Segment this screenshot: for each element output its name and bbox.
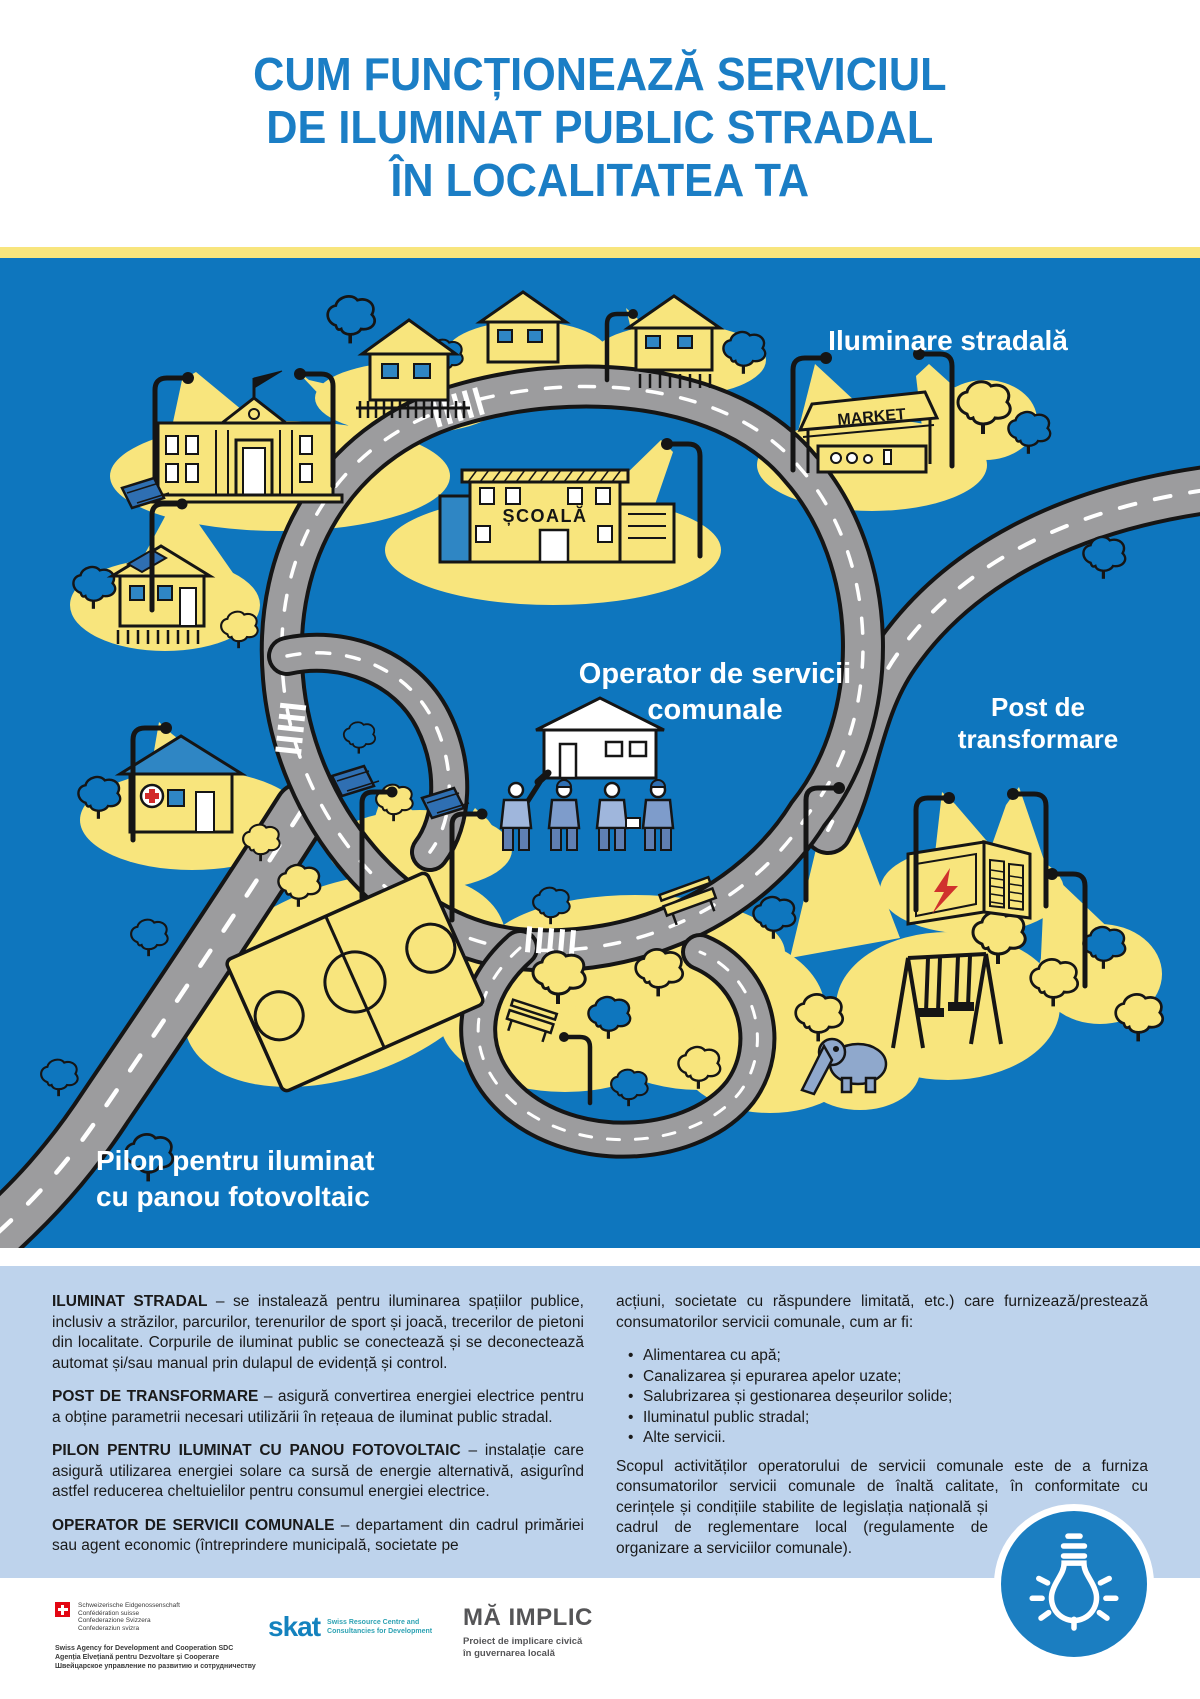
list-item: Alte servicii.	[628, 1428, 1148, 1449]
yellow-divider-strip	[0, 247, 1200, 258]
label-transformer-line1: Post de	[991, 692, 1085, 722]
village-illustration: ȘCOALĂ MARKET	[0, 258, 1200, 1248]
transformer	[906, 840, 1032, 926]
market-sign: MARKET	[837, 406, 907, 429]
page-title-line2: DE ILUMINAT PUBLIC STRADAL	[266, 101, 934, 153]
paragraph-lead: PILON PENTRU ILUMINAT CU PANOU FOTOVOLTA…	[52, 1442, 461, 1459]
label-street-lighting: Iluminare stradală	[828, 325, 1068, 356]
park-bench	[505, 875, 718, 1043]
skat-logo: skat Swiss Resource Centre and Consultan…	[268, 1611, 432, 1642]
lightbulb-icon	[1029, 1533, 1119, 1631]
ma-implic-logo: MĂ IMPLIC Proiect de implicare civică în…	[463, 1604, 593, 1659]
left-column: ILUMINAT STRADAL – se instalează pentru …	[52, 1292, 584, 1558]
poster-header: CUM FUNCȚIONEAZĂ SERVICIUL DE ILUMINAT P…	[0, 0, 1200, 247]
paragraph-lead: ILUMINAT STRADAL	[52, 1293, 208, 1310]
skat-tagline-line: Consultancies for Development	[327, 1627, 433, 1635]
paragraph-text: – instalație care asigură utilizarea ene…	[52, 1442, 585, 1500]
paragraph-text: – departament din cadrul primăriei sau a…	[52, 1516, 584, 1555]
basketball-court	[225, 871, 485, 1093]
services-list: Alimentarea cu apă; Canalizarea și epura…	[628, 1346, 1148, 1449]
swiss-line: Confederazione Svizzera	[78, 1617, 151, 1625]
label-operator-line1: Operator de servicii	[579, 658, 851, 690]
list-item: Salubrizarea și gestionarea deșeurilor s…	[628, 1387, 1148, 1408]
paragraph-iluminat-stradal: ILUMINAT STRADAL – se instalează pentru …	[52, 1292, 584, 1374]
lightbulb-badge	[994, 1504, 1154, 1664]
workers-group	[499, 769, 675, 851]
swiss-line: Schweizerische Eidgenossenschaft	[78, 1602, 180, 1609]
skat-tagline: Swiss Resource Centre and Consultancies …	[327, 1614, 432, 1640]
list-item: Canalizarea și epurarea apelor uzate;	[628, 1367, 1148, 1388]
right-column: acțiuni, societate cu răspundere limitat…	[616, 1292, 1148, 1558]
label-transformer-line2: transformare	[958, 724, 1118, 754]
scene-labels: Iluminare stradală Operator de servicii …	[96, 325, 1118, 1212]
illustration-scene: ȘCOALĂ MARKET	[0, 258, 1200, 1248]
paragraph-operator-servicii: OPERATOR DE SERVICII COMUNALE – departam…	[52, 1516, 584, 1557]
paragraph-post-transformare: POST DE TRANSFORMARE – asigură convertir…	[52, 1387, 584, 1428]
skat-wordmark: skat	[268, 1611, 321, 1642]
paragraph-text: – se instalează pentru iluminarea spații…	[52, 1293, 584, 1372]
market-stall: MARKET	[797, 390, 940, 474]
swiss-agency-lines: Swiss Agency for Development and Coopera…	[55, 1645, 256, 1671]
ma-implic-subtitle: Proiect de implicare civică în guvernare…	[463, 1636, 593, 1659]
school-sign: ȘCOALĂ	[503, 505, 588, 526]
lightning-bolt-icon	[932, 868, 958, 914]
page-title-line1: CUM FUNCȚIONEAZĂ SERVICIUL	[253, 48, 947, 100]
label-pylon-line2: cu panou fotovoltaic	[96, 1181, 370, 1212]
swiss-logo: Schweizerische Eidgenossenschaft Confédé…	[55, 1602, 256, 1672]
description-panel: ILUMINAT STRADAL – se instalează pentru …	[0, 1266, 1200, 1578]
swiss-agency-line: Swiss Agency for Development and Coopera…	[55, 1645, 234, 1653]
paragraph-lead: OPERATOR DE SERVICII COMUNALE	[52, 1516, 335, 1534]
left-house	[106, 544, 216, 644]
skat-tagline-line: Swiss Resource Centre and	[327, 1619, 420, 1626]
school-building: ȘCOALĂ	[438, 468, 676, 564]
medical-house	[114, 734, 248, 834]
village-houses	[475, 290, 725, 388]
roads	[0, 364, 1200, 1248]
swiss-line: Confederaziun svizra	[78, 1624, 140, 1632]
exit-road	[0, 781, 331, 1248]
swiss-agency-line: Швейцарское управление по развитию и сот…	[55, 1662, 256, 1670]
label-pylon-line1: Pilon pentru iluminat	[96, 1145, 374, 1176]
paragraph-text: – asigură convertirea energiei electrice…	[52, 1388, 584, 1426]
paragraph-pilon-fotovoltaic: PILON PENTRU ILUMINAT CU PANOU FOTOVOLTA…	[52, 1441, 584, 1503]
list-item: Alimentarea cu apă;	[628, 1346, 1148, 1367]
list-item: Iluminatul public stradal;	[628, 1408, 1148, 1429]
town-hall	[148, 370, 344, 504]
park-loop-road	[459, 929, 777, 1159]
spur-road	[267, 632, 470, 872]
swiss-agency-line: Agenția Elvețiană pentru Dezvoltare și C…	[55, 1654, 220, 1662]
ma-implic-wordmark: MĂ IMPLIC	[463, 1604, 593, 1631]
swiss-line: Confédération suisse	[78, 1609, 140, 1617]
swing-set	[891, 952, 1003, 1049]
label-operator-line2: comunale	[647, 694, 782, 726]
elephant-slide	[800, 1037, 888, 1096]
page-title-line3: ÎN LOCALITATEA TA	[390, 154, 810, 206]
operator-house	[535, 696, 665, 780]
ring-road	[259, 364, 885, 973]
fence-house	[356, 318, 470, 418]
paragraph-lead: POST DE TRANSFORMARE	[52, 1388, 259, 1405]
swiss-flag-icon	[55, 1602, 70, 1617]
swiss-confederation-lines: Schweizerische Eidgenossenschaft Confédé…	[78, 1602, 180, 1632]
paragraph-text: Scopul activităților operatorului de ser…	[616, 1457, 1148, 1557]
paragraph-closing: Scopul activităților operatorului de ser…	[616, 1457, 1148, 1560]
ma-implic-subtitle-line: Proiect de implicare civică	[463, 1636, 583, 1647]
ma-implic-subtitle-line: în guvernarea locală	[463, 1647, 555, 1659]
paragraph-continuation: acțiuni, societate cu răspundere limitat…	[616, 1293, 1148, 1331]
